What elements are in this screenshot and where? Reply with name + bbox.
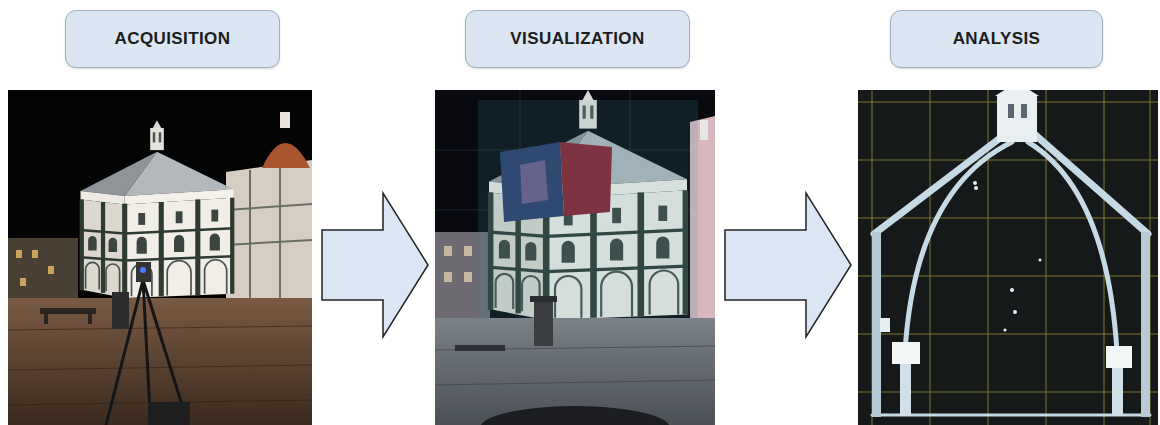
stage-header-box: VISUALIZATION: [465, 10, 690, 68]
stage-title: ACQUISITION: [115, 29, 231, 49]
flow-arrow: [725, 193, 851, 337]
stage-column: ACQUISITION: [8, 8, 312, 425]
stage-column: VISUALIZATION: [435, 8, 715, 425]
stage-column: ANALYSIS: [858, 8, 1158, 425]
stage-header-box: ANALYSIS: [890, 10, 1103, 68]
flow-arrow: [322, 193, 428, 337]
stage-header-box: ACQUISITION: [65, 10, 280, 68]
stage-title: ANALYSIS: [953, 29, 1041, 49]
stage-title: VISUALIZATION: [510, 29, 644, 49]
